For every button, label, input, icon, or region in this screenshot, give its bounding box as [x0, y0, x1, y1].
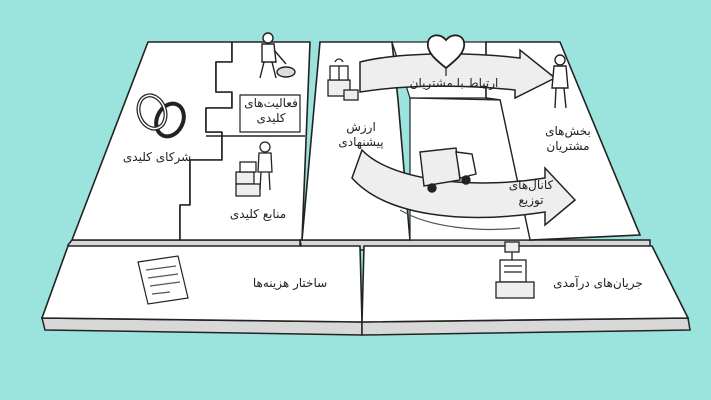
person-boxes-icon	[235, 141, 273, 197]
invoice-icon	[137, 255, 189, 305]
revenue-streams-label: جریان‌های درآمدی	[553, 276, 643, 290]
key-partners-label: شرکای کلیدی	[122, 150, 192, 164]
worker-icon	[259, 32, 296, 79]
value-proposition-label: ارزش پیشنهادی	[338, 120, 384, 149]
channels-label: کانال‌های توزیع	[508, 178, 554, 207]
rings-icon	[136, 93, 186, 139]
key-activities-label: فعالیت‌های کلیدی	[244, 96, 298, 125]
gift-boxes-icon	[327, 58, 359, 101]
truck-icon	[419, 147, 477, 193]
cost-structure-label: ساختار هزینه‌ها	[252, 276, 328, 290]
customer-icon	[551, 54, 569, 109]
cash-register-icon	[495, 241, 535, 299]
heart-icon	[426, 34, 466, 76]
customer-relationships-label: ارتباط با مشتریان	[409, 76, 499, 90]
cost-board	[40, 245, 363, 336]
customer-segments-label: بخش‌های مشتریان	[545, 124, 591, 153]
key-resources-label: منابع کلیدی	[229, 207, 287, 221]
